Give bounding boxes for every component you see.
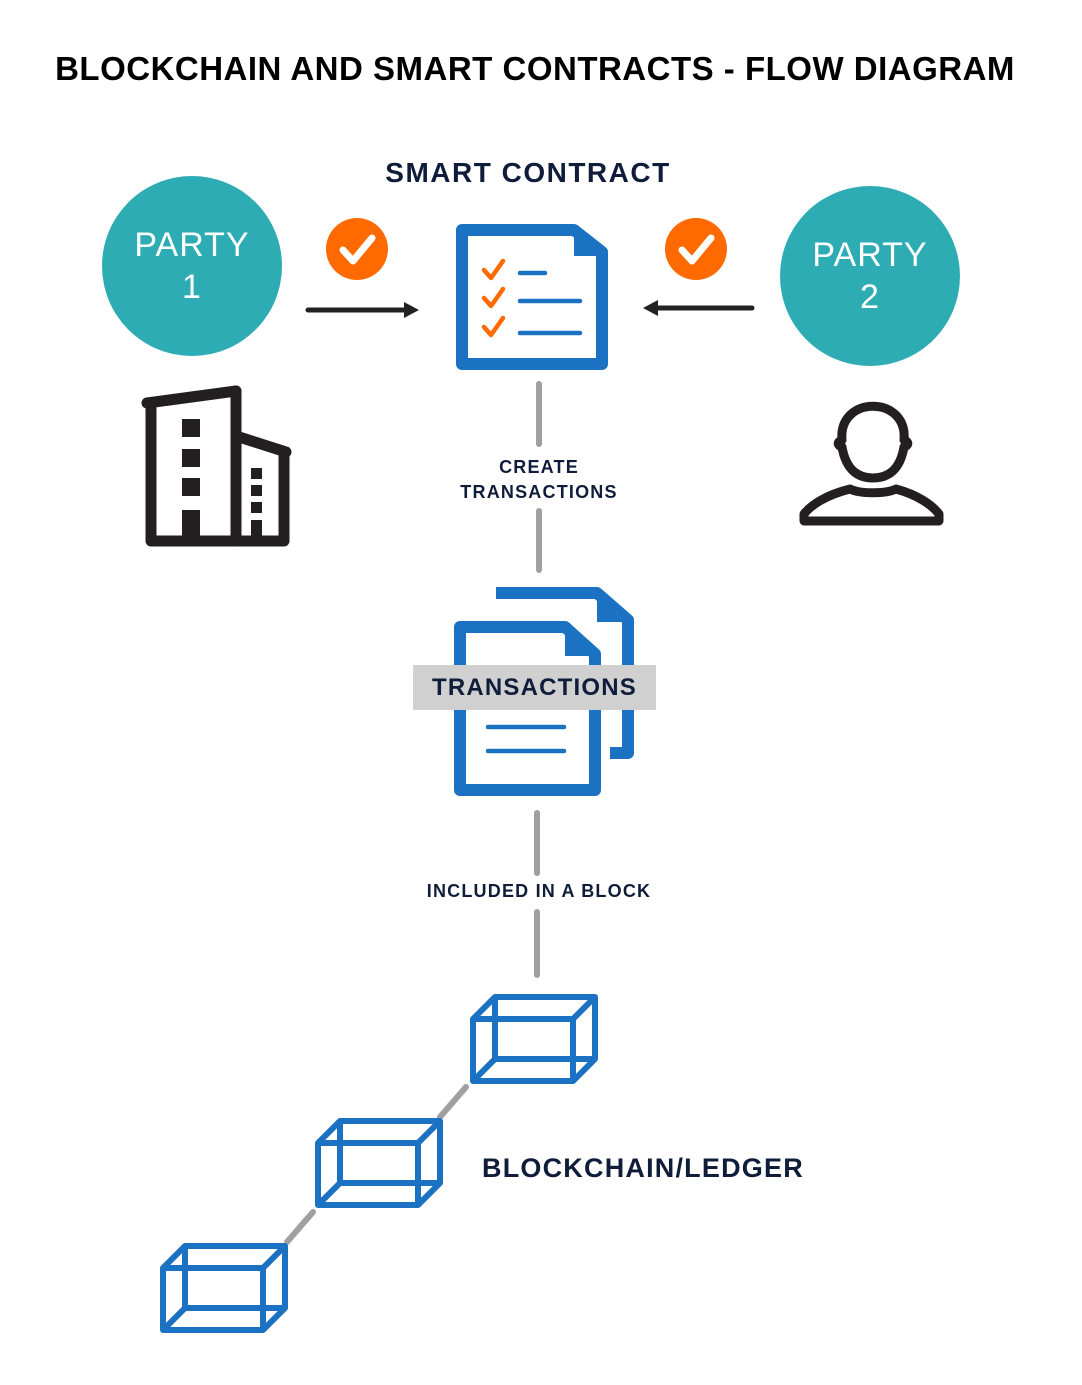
- block-cube-icon: [160, 1243, 288, 1333]
- included-in-block-label: INCLUDED IN A BLOCK: [426, 881, 652, 901]
- connector-line: [284, 1209, 316, 1245]
- checklist-document-icon: [456, 224, 608, 370]
- arrow-right-icon: [305, 302, 419, 318]
- block-cube-icon: [315, 1118, 443, 1208]
- connector-lines: [284, 381, 542, 1245]
- block-cube-icon: [470, 994, 598, 1084]
- checkmark-circle-icon: [326, 218, 388, 280]
- create-transactions-label: CREATE TRANSACTIONS: [430, 455, 648, 505]
- smart-contract-label: SMART CONTRACT: [385, 157, 671, 188]
- party-2-number: 2: [860, 278, 880, 316]
- person-icon: [799, 401, 944, 526]
- building-icon: [141, 385, 292, 547]
- party-2-label: PARTY: [812, 236, 928, 274]
- checkmark-circle-icon: [665, 218, 727, 280]
- connector-line: [437, 1084, 469, 1120]
- blockchain-ledger-label: BLOCKCHAIN/LEDGER: [482, 1153, 804, 1183]
- party-1-number: 1: [182, 268, 202, 306]
- transactions-label-text: TRANSACTIONS: [431, 673, 638, 701]
- party-2-node: PARTY 2: [780, 186, 960, 366]
- party-1-node: PARTY 1: [102, 176, 282, 356]
- diagram-title: BLOCKCHAIN AND SMART CONTRACTS - FLOW DI…: [55, 50, 1015, 87]
- create-transactions-line1: CREATE: [499, 457, 579, 477]
- party-1-label: PARTY: [134, 226, 250, 264]
- transactions-label: TRANSACTIONS: [413, 665, 656, 710]
- arrow-left-icon: [643, 300, 755, 316]
- create-transactions-line2: TRANSACTIONS: [460, 482, 618, 502]
